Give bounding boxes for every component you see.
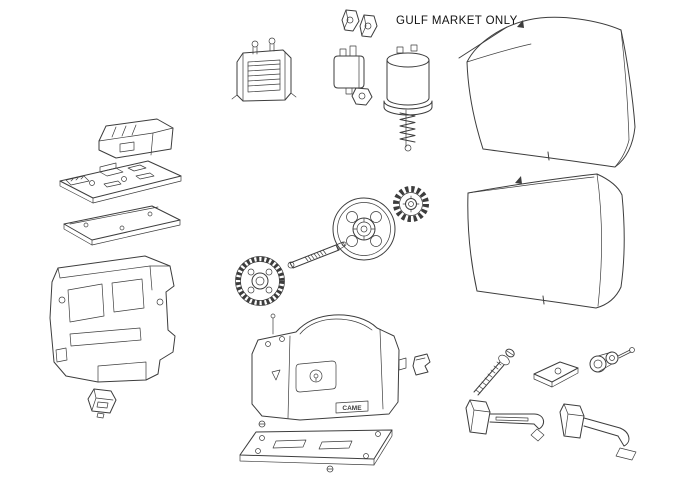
capacitor-part (333, 45, 365, 95)
lock-plate-part (533, 361, 579, 388)
annotation-label: GULF MARKET ONLY (396, 15, 518, 27)
mounting-plate-part (63, 205, 181, 246)
base-plate-part (239, 420, 393, 473)
chassis-part (49, 255, 176, 383)
worm-shaft-part (287, 241, 347, 269)
pinion-gear-part (393, 186, 429, 222)
brand-plate: CAME (335, 400, 369, 414)
release-latch-part (87, 388, 117, 419)
worm-spring (399, 112, 416, 143)
control-board-part (59, 160, 182, 204)
brand-label: CAME (342, 405, 362, 412)
control-cover-part (98, 118, 174, 159)
motor-part (383, 44, 433, 152)
screw-part (473, 348, 515, 396)
release-fork-a-part (465, 399, 545, 442)
capacitor-bracket-part (351, 87, 373, 106)
spur-gear-part (235, 256, 285, 306)
release-fork-b-part (559, 403, 637, 461)
cover-lower-part (467, 173, 625, 309)
fastener-clip-part (412, 353, 431, 376)
cover-upper-part (466, 16, 636, 168)
gearmotor-body-part: CAME (251, 313, 407, 421)
capacitor-clip-a-part (341, 9, 360, 32)
lock-cylinder-part (589, 347, 635, 373)
drive-wheel-part (332, 197, 396, 261)
capacitor-clip-b-part (359, 14, 378, 38)
transformer-part (231, 37, 297, 102)
